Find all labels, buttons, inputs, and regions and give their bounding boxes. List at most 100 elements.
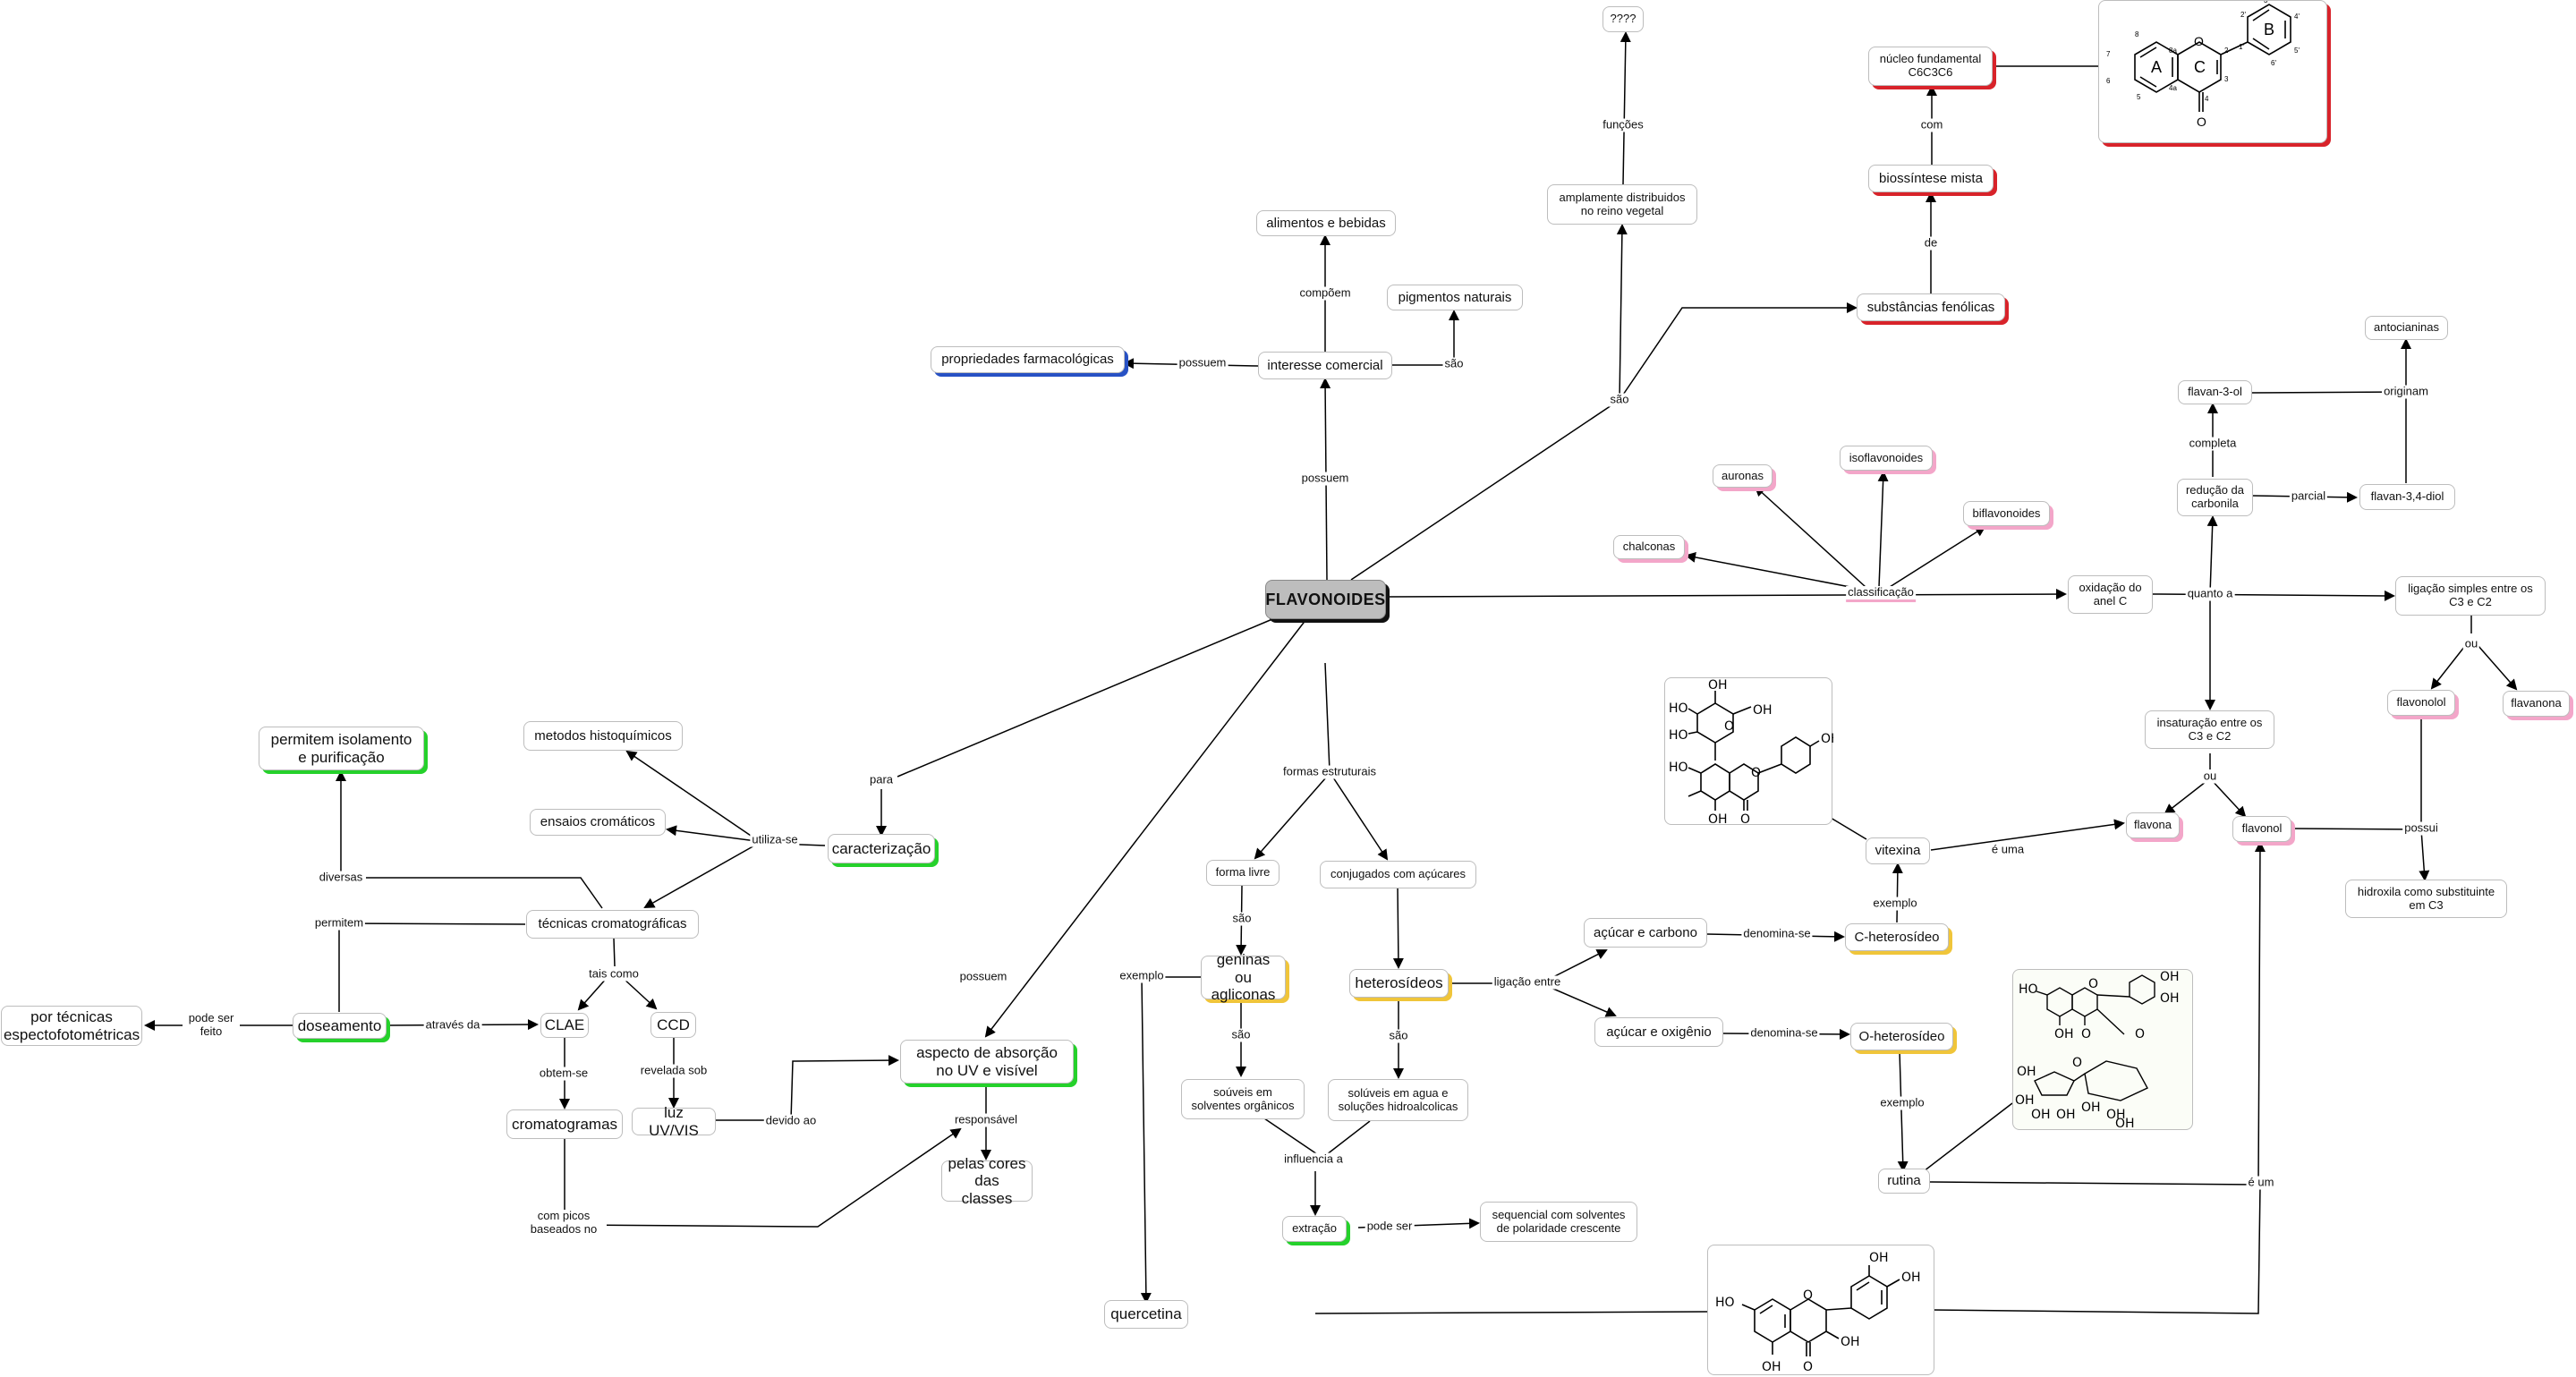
num-6p: 6' <box>2271 59 2276 67</box>
edge-label-para: para <box>867 772 896 787</box>
node-hidroxila-c3[interactable]: hidroxila como substituinte em C3 <box>2345 880 2507 918</box>
node-acucar-carbono[interactable]: açúcar e carbono <box>1584 918 1707 948</box>
node-biflavonoides[interactable]: biflavonoides <box>1963 501 2050 526</box>
node-antocianinas[interactable]: antocianinas <box>2365 316 2448 340</box>
edge-label-compoem: compõem <box>1297 285 1353 301</box>
node-geninas-agliconas[interactable]: geninas ou agliconas <box>1201 951 1286 1003</box>
rutina-o-4: O <box>2072 1056 2082 1070</box>
edge-label-de: de <box>1922 235 1940 251</box>
num-3: 3 <box>2224 75 2229 83</box>
node-luz-uv-vis[interactable]: luz UV/VIS <box>632 1104 716 1139</box>
node-conjugados-acucares[interactable]: conjugados com açúcares <box>1320 861 1476 888</box>
rutina-oh-8: OH <box>2081 1101 2101 1115</box>
node-sequencial-solventes[interactable]: sequencial com solventes de polaridade c… <box>1480 1202 1637 1242</box>
quercetina-o-ring: O <box>1803 1288 1813 1303</box>
node-biossintese-mista[interactable]: biossíntese mista <box>1868 165 1994 192</box>
rutina-o-1: O <box>2088 977 2098 991</box>
node-insaturacao[interactable]: insaturação entre os C3 e C2 <box>2145 710 2274 749</box>
node-nucleo-fundamental[interactable]: núcleo fundamental C6C3C6 <box>1868 47 1993 86</box>
node-ccd[interactable]: CCD <box>650 1012 696 1038</box>
node-pelas-cores[interactable]: pelas cores das classes <box>941 1155 1033 1207</box>
node-permitem-isolamento[interactable]: permitem isolamento e purificação <box>259 727 424 770</box>
edge-label-devido-ao: devido ao <box>763 1113 819 1128</box>
edge-label-sao-livre: são <box>1230 911 1254 926</box>
flavonoid-core-drawing: A C B O O 2' 3' 4' 5' 6' 1' 2 3 4 8a 4a … <box>2106 1 2300 129</box>
node-clae[interactable]: CLAE <box>540 1013 589 1038</box>
node-ligacao-simples[interactable]: ligação simples entre os C3 e C2 <box>2395 576 2546 616</box>
node-forma-livre[interactable]: forma livre <box>1206 860 1279 886</box>
node-isoflavonoides[interactable]: isoflavonoides <box>1840 446 1933 471</box>
rutina-structure[interactable]: HO OH OH O O OH O O OH OH OH OH OH OH OH <box>2012 969 2193 1131</box>
edge-label-classificacao: classificação <box>1846 585 1916 602</box>
vitexina-o-2: O <box>1751 766 1761 780</box>
edge-label-quanto-a: quanto a <box>2185 586 2235 601</box>
node-alimentos-e-bebidas[interactable]: alimentos e bebidas <box>1256 210 1396 236</box>
num-4: 4 <box>2205 95 2209 103</box>
edge-label-denomina-o: denomina-se <box>1748 1025 1820 1041</box>
node-ensaios-cromaticos[interactable]: ensaios cromáticos <box>530 809 666 836</box>
node-soluveis-organicos[interactable]: soúveis em solventes orgânicos <box>1181 1079 1305 1119</box>
node-quercetina[interactable]: quercetina <box>1104 1300 1188 1329</box>
vitexina-oh-4: OH <box>1708 812 1728 826</box>
node-flavanona[interactable]: flavanona <box>2503 691 2570 717</box>
node-interesse-comercial[interactable]: interesse comercial <box>1258 352 1392 379</box>
node-extracao[interactable]: extração <box>1282 1216 1347 1242</box>
node-chalconas[interactable]: chalconas <box>1613 535 1685 559</box>
node-o-heterosideo[interactable]: O-heterosídeo <box>1850 1023 1953 1050</box>
node-aspecto-absorcao[interactable]: aspecto de absorção no UV e visível <box>900 1040 1074 1084</box>
node-flavan-3-ol[interactable]: flavan-3-ol <box>2178 380 2252 404</box>
num-7: 7 <box>2106 50 2111 58</box>
node-flavonol[interactable]: flavonol <box>2232 816 2291 842</box>
node-flavonoides-root[interactable]: FLAVONOIDES <box>1265 580 1386 619</box>
flavonoid-core-structure[interactable]: A C B O O 2' 3' 4' 5' 6' 1' 2 3 4 8a 4a … <box>2098 0 2327 143</box>
rutina-oh-2: OH <box>2160 991 2180 1006</box>
node-pigmentos-naturais[interactable]: pigmentos naturais <box>1387 285 1523 310</box>
node-por-tecnicas-espectofotometricas[interactable]: por técnicas espectofotométricas <box>1 1006 142 1046</box>
node-metodos-histoquimicos[interactable]: metodos histoquímicos <box>523 721 683 751</box>
vitexina-structure[interactable]: OH HO O OH HO HO O OH OH O <box>1664 677 1833 826</box>
edge-label-exemplo-quercetina: exemplo <box>1118 968 1166 983</box>
node-oxidacao-anel-c[interactable]: oxidação do anel C <box>2068 575 2153 614</box>
vitexina-ho-1: HO <box>1669 701 1688 716</box>
vitexina-o-1: O <box>1724 719 1734 734</box>
num-5: 5 <box>2137 93 2141 101</box>
node-soluveis-agua[interactable]: solúveis em agua e soluções hidroalcolic… <box>1328 1079 1468 1121</box>
edge-label-diversas: diversas <box>317 870 365 885</box>
node-propriedades-farmacologicas[interactable]: propriedades farmacológicas <box>931 346 1125 373</box>
node-substancias-fenolicas[interactable]: substâncias fenólicas <box>1857 293 2005 321</box>
node-doseamento[interactable]: doseamento <box>293 1013 387 1039</box>
node-flavan-3-4-diol[interactable]: flavan-3,4-diol <box>2359 484 2455 510</box>
node-flavona[interactable]: flavona <box>2126 812 2180 838</box>
node-tecnicas-cromatograficas[interactable]: técnicas cromatográficas <box>526 910 699 939</box>
node-rutina[interactable]: rutina <box>1878 1169 1930 1194</box>
rutina-oh-10: OH <box>2115 1117 2135 1131</box>
vitexina-ho-2: HO <box>1669 728 1688 743</box>
node-amplamente-distribuidos[interactable]: amplamente distribuidos no reino vegetal <box>1547 184 1697 225</box>
edge-label-sao-top: são <box>1608 392 1631 407</box>
vitexina-oh-2: OH <box>1753 703 1773 718</box>
edge-label-e-um: é um <box>2246 1175 2276 1190</box>
atom-o-ring: O <box>2194 34 2204 48</box>
node-flavonolol[interactable]: flavonolol <box>2387 690 2455 716</box>
node-vitexina[interactable]: vitexina <box>1866 837 1930 864</box>
quercetina-structure[interactable]: OH OH HO O OH OH O <box>1707 1245 1934 1375</box>
num-4p: 4' <box>2294 13 2300 21</box>
node-auronas[interactable]: auronas <box>1713 464 1773 488</box>
num-2p: 2' <box>2240 11 2246 19</box>
rutina-oh-3: OH <box>2054 1027 2074 1041</box>
node-heterosideos[interactable]: heterosídeos <box>1349 969 1449 998</box>
node-acucar-oxigenio[interactable]: açúcar e oxigênio <box>1594 1017 1723 1047</box>
quercetina-drawing: OH OH HO O OH OH O <box>1715 1251 1921 1374</box>
node-unknown[interactable]: ???? <box>1603 6 1644 32</box>
rutina-o-2: O <box>2135 1027 2145 1041</box>
edge-label-responsavel: responsável <box>952 1112 1020 1127</box>
edge-label-exemplo-rutina: exemplo <box>1878 1095 1926 1110</box>
node-c-heterosideo[interactable]: C-heterosídeo <box>1845 923 1949 951</box>
node-reducao-carbonila[interactable]: redução da carbonila <box>2177 479 2253 516</box>
rutina-drawing: HO OH OH O O OH O O OH OH OH OH OH OH OH <box>2015 970 2180 1131</box>
node-cromatogramas[interactable]: cromatogramas <box>506 1109 623 1139</box>
edge-label-atraves-da: através da <box>423 1017 482 1033</box>
edge-label-e-uma: é uma <box>1989 842 2027 857</box>
quercetina-oh-2: OH <box>1901 1271 1921 1285</box>
node-caracterizacao[interactable]: caracterização <box>828 834 935 863</box>
